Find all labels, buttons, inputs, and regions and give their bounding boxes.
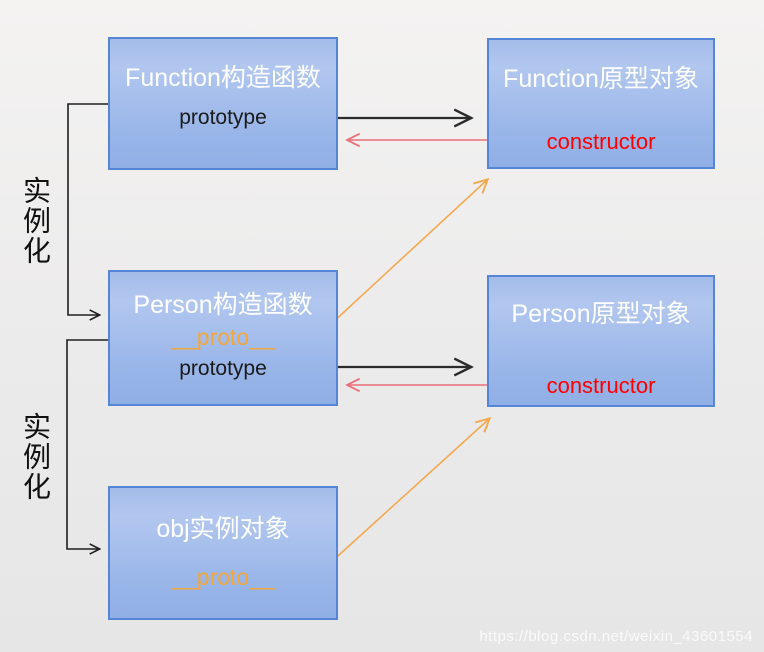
instantiate-label-top: 实例化 (20, 176, 51, 266)
obj-instance-proto-label: __proto__ (171, 564, 275, 590)
proto-arrow-obj-to-person-prototype (317, 419, 489, 575)
proto-arrow-person-to-function-prototype (317, 180, 487, 337)
function-prototype-title: Function原型对象 (503, 65, 699, 93)
instantiate-bracket-function-to-person (67, 103, 108, 315)
person-constructor-proto-label: __proto__ (171, 324, 275, 350)
person-constructor-box: Person构造函数 __proto__ prototype (108, 270, 338, 406)
person-prototype-constructor-label: constructor (546, 373, 656, 398)
watermark-url: https://blog.csdn.net/weixin_43601554 (479, 628, 753, 645)
function-prototype-box: Function原型对象 constructor (487, 38, 715, 169)
function-constructor-box: Function构造函数 prototype (108, 37, 338, 170)
function-prototype-constructor-label: constructor (546, 129, 656, 154)
person-constructor-title: Person构造函数 (133, 291, 313, 319)
person-prototype-title: Person原型对象 (511, 300, 691, 328)
function-constructor-prototype-label: prototype (179, 106, 267, 129)
function-constructor-title: Function构造函数 (125, 64, 321, 92)
obj-instance-title: obj实例对象 (156, 515, 290, 543)
instantiate-label-bottom: 实例化 (20, 412, 51, 502)
instantiate-bracket-person-to-obj (66, 339, 108, 549)
obj-instance-box: obj实例对象 __proto__ (108, 486, 338, 620)
person-constructor-prototype-label: prototype (179, 357, 267, 380)
person-prototype-box: Person原型对象 constructor (487, 275, 715, 407)
